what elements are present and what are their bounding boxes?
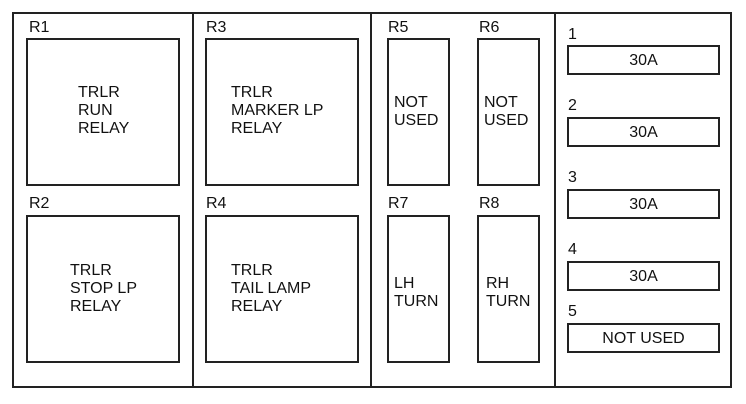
relay-r7-label: R7 xyxy=(388,195,409,212)
fuse-2-rating: 30A xyxy=(629,124,658,141)
relay-r5: NOT USED xyxy=(387,38,450,186)
fuse-3-rating: 30A xyxy=(629,196,658,213)
relay-r6-text: NOT USED xyxy=(484,94,529,129)
relay-r4-label: R4 xyxy=(206,195,227,212)
relay-r6: NOT USED xyxy=(477,38,540,186)
relay-r3: TRLR MARKER LP RELAY xyxy=(205,38,359,186)
relay-r1-label: R1 xyxy=(29,19,50,36)
section-divider xyxy=(192,12,194,388)
section-divider xyxy=(554,12,556,388)
relay-r7: LH TURN xyxy=(387,215,450,363)
relay-r2-label: R2 xyxy=(29,195,50,212)
fuse-4-label: 4 xyxy=(568,241,577,258)
relay-r8-text: RH TURN xyxy=(486,275,531,310)
fuse-4-rating: 30A xyxy=(629,268,658,285)
relay-r6-label: R6 xyxy=(479,19,500,36)
relay-r5-label: R5 xyxy=(388,19,409,36)
fuse-1-rating: 30A xyxy=(629,52,658,69)
fuse-5-rating: NOT USED xyxy=(602,330,685,347)
fuse-5-label: 5 xyxy=(568,303,577,320)
relay-r7-text: LH TURN xyxy=(394,275,439,310)
relay-r8: RH TURN xyxy=(477,215,540,363)
relay-r2: TRLR STOP LP RELAY xyxy=(26,215,180,363)
relay-r1-text: TRLR RUN RELAY xyxy=(78,84,130,137)
relay-r8-label: R8 xyxy=(479,195,500,212)
fuse-5: NOT USED xyxy=(567,323,720,353)
section-divider xyxy=(370,12,372,388)
relay-r5-text: NOT USED xyxy=(394,94,439,129)
fuse-3-label: 3 xyxy=(568,169,577,186)
fuse-2: 30A xyxy=(567,117,720,147)
relay-r3-text: TRLR MARKER LP RELAY xyxy=(231,84,324,137)
fuse-2-label: 2 xyxy=(568,97,577,114)
relay-r4-text: TRLR TAIL LAMP RELAY xyxy=(231,262,312,315)
fuse-1: 30A xyxy=(567,45,720,75)
relay-r2-text: TRLR STOP LP RELAY xyxy=(70,262,137,315)
fuse-panel-frame xyxy=(12,12,732,388)
relay-r1: TRLR RUN RELAY xyxy=(26,38,180,186)
fuse-3: 30A xyxy=(567,189,720,219)
relay-r3-label: R3 xyxy=(206,19,227,36)
fuse-1-label: 1 xyxy=(568,26,577,43)
fuse-4: 30A xyxy=(567,261,720,291)
relay-r4: TRLR TAIL LAMP RELAY xyxy=(205,215,359,363)
